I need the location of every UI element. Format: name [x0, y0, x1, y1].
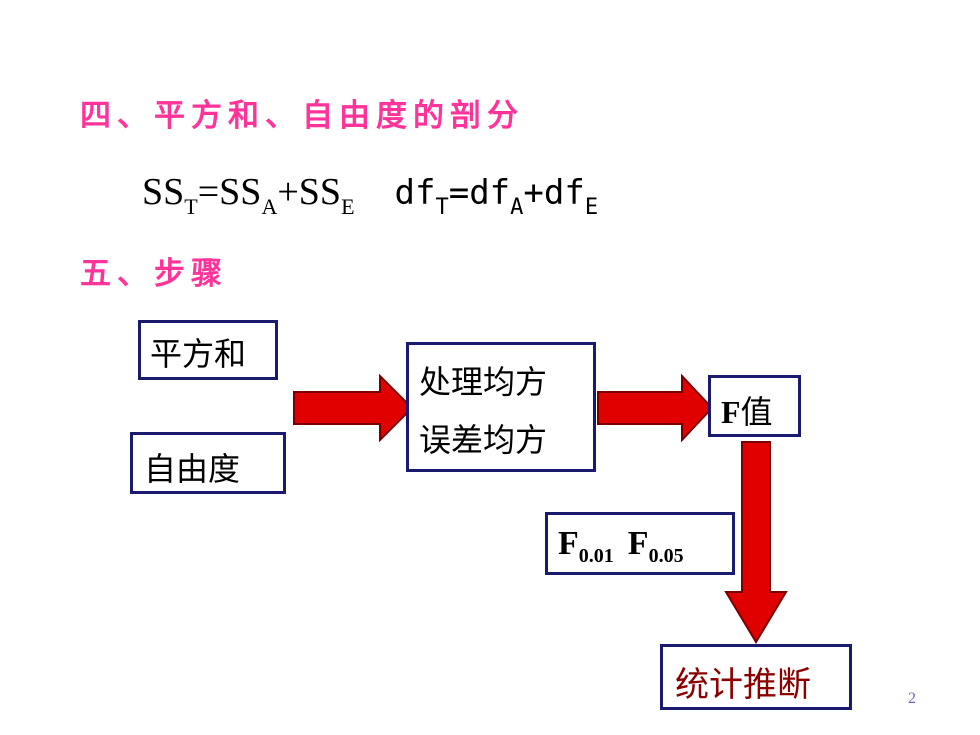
section-heading-partition: 四、平方和、自由度的剖分 — [80, 98, 524, 134]
sum-of-squares-box: 平方和 — [138, 320, 278, 380]
f-value-box: F值 — [708, 375, 801, 437]
arrow-to-inference — [724, 441, 788, 644]
degrees-of-freedom-box: 自由度 — [130, 432, 286, 494]
mean-squares-box: 处理均方 误差均方 — [406, 342, 596, 472]
statistical-inference-box: 统计推断 — [660, 644, 852, 710]
arrow-to-mean-squares — [293, 373, 414, 443]
arrow-to-f-value — [597, 373, 714, 443]
page-number: 2 — [908, 690, 916, 707]
section-heading-steps: 五、步骤 — [80, 256, 228, 292]
treatment-mean-square: 处理均方 — [419, 363, 548, 401]
ss-total: SST — [142, 171, 198, 219]
df-formula: dfT=dfA+dfE — [394, 173, 599, 220]
error-mean-square: 误差均方 — [419, 421, 548, 459]
ss-error: SSE — [298, 171, 355, 219]
ss-treatment: SSA — [219, 171, 278, 219]
